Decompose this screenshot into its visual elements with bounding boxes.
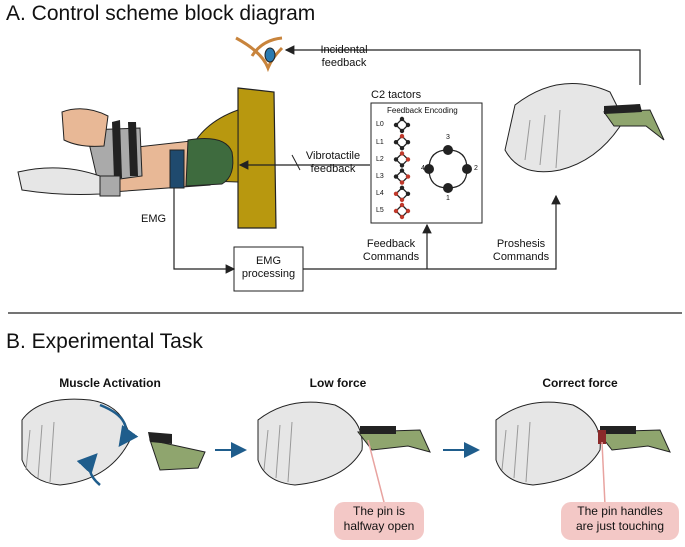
level-node (399, 202, 405, 208)
emg-processing-box: EMG processing (241, 255, 296, 280)
c2-tactors-label: C2 tactors (371, 89, 422, 101)
tactor-number: 3 (446, 134, 450, 141)
level-label: L5 (376, 207, 384, 214)
level-node (405, 174, 411, 179)
vibrotactile-feedback-label: Vibrotactile feedback (305, 150, 361, 175)
level-node (399, 151, 405, 156)
feedback-commands-label: Feedback Commands (362, 238, 420, 263)
level-node (405, 191, 411, 196)
level-node (405, 140, 411, 145)
section-b-title: B. Experimental Task (6, 330, 203, 353)
eye-icon (235, 36, 284, 73)
tactor-encoding-levels (393, 116, 472, 220)
level-node (399, 128, 405, 134)
tactor-number: 1 (446, 195, 450, 202)
user-arm-illustration (17, 87, 277, 229)
level-node (393, 174, 399, 179)
level-node (405, 157, 411, 162)
level-node (399, 180, 405, 185)
level-node (399, 197, 405, 202)
level-node (393, 191, 399, 196)
level-label: L2 (376, 156, 384, 163)
level-label: L1 (376, 139, 384, 146)
signal-lines (173, 45, 641, 274)
level-node (393, 157, 399, 162)
level-node (405, 122, 411, 128)
level-node (399, 146, 405, 151)
tactor-number: 2 (474, 165, 478, 172)
task-illustrations (21, 398, 671, 511)
level-node (393, 208, 399, 214)
prosthesis-commands-label: Proshesis Commands (492, 238, 550, 263)
level-label: L4 (376, 190, 384, 197)
emg-label: EMG (141, 213, 167, 225)
level-node (393, 140, 399, 145)
level-node (399, 168, 405, 173)
tactor-number: 4 (421, 165, 425, 172)
level-node (399, 116, 405, 122)
level-node (399, 214, 405, 220)
prosthetic-hand-illustration (504, 83, 665, 173)
section-a-title: A. Control scheme block diagram (6, 2, 316, 25)
callout-correct-force: The pin handles are just touching (561, 502, 679, 540)
step-title-muscle-activation: Muscle Activation (59, 376, 161, 390)
level-node (393, 122, 399, 128)
incidental-feedback-label: Incidental feedback (320, 44, 368, 69)
step-title-correct-force: Correct force (542, 376, 618, 390)
level-node (399, 134, 405, 139)
level-label: L0 (376, 121, 384, 128)
level-node (399, 185, 405, 190)
callout-low-force: The pin is halfway open (334, 502, 424, 540)
step-title-low-force: Low force (309, 376, 367, 390)
level-node (399, 163, 405, 168)
level-node (405, 208, 411, 214)
level-label: L3 (376, 173, 384, 180)
feedback-encoding-label: Feedback Encoding (387, 106, 458, 115)
